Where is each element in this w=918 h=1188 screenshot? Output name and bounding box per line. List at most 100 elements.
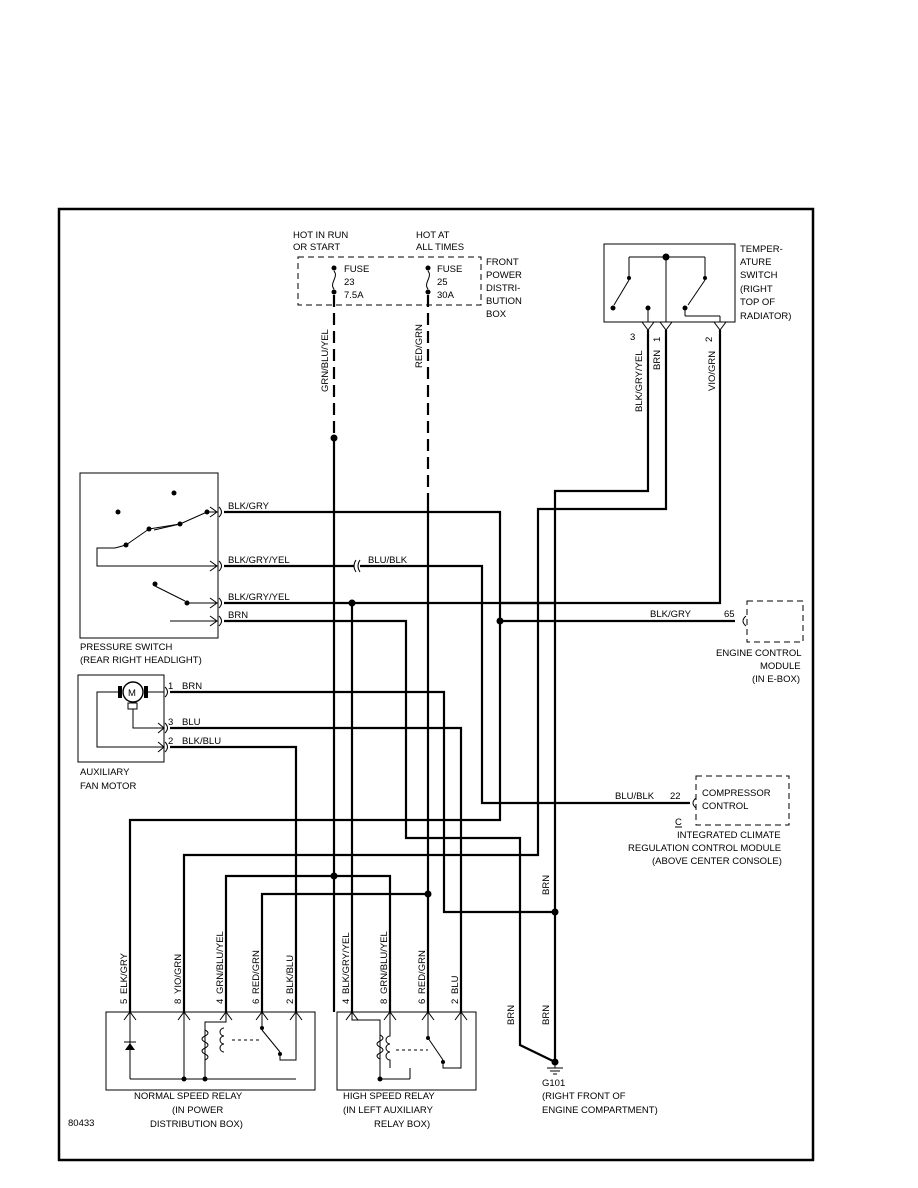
high-pin-8: 8	[379, 999, 390, 1004]
fan-pin-1: 1	[168, 681, 173, 692]
fuse-box: HOT IN RUN OR START HOT AT ALL TIMES FRO…	[293, 230, 522, 320]
temp-switch-box	[603, 243, 736, 323]
fuse-box-label-3: DISTRI-	[486, 283, 520, 294]
pressure-switch: PRESSURE SWITCH (REAR RIGHT HEADLIGHT)	[79, 472, 219, 666]
splice-relay-grn-blu-yel	[330, 872, 338, 880]
wire-label-red-grn-top: RED/GRN	[414, 324, 425, 368]
temperature-switch: TEMPER- ATURE SWITCH (RIGHT TOP OF RADIA…	[603, 243, 791, 343]
wire-temp-brn	[182, 330, 668, 1012]
ground-label-1: G101	[542, 1078, 565, 1089]
temp-switch-label-1: TEMPER-	[740, 244, 783, 255]
wire-label-temp-blk-gry-yel: BLK/GRY/YEL	[634, 350, 645, 412]
fan-motor-label-2: FAN MOTOR	[80, 781, 136, 792]
compressor-control-label-1: COMPRESSOR	[702, 788, 771, 799]
fuse-25-number: 25	[437, 277, 448, 288]
ecm-label-3: (IN E-BOX)	[752, 674, 800, 685]
wire-label-yio-grn: YIO/GRN	[173, 954, 184, 994]
fan-motor-box	[77, 674, 165, 763]
climate-pin: 22	[670, 791, 681, 802]
wire-label-brn-upper: BRN	[541, 875, 552, 895]
compressor-control-label-2: CONTROL	[702, 801, 748, 812]
fan-pin-2: 2	[168, 736, 173, 747]
wire-label-high-grn-blu-yel: GRN/BLU/YEL	[379, 931, 390, 994]
temp-switch-pin-1: 1	[652, 337, 663, 342]
high-pin-2: 2	[450, 999, 461, 1004]
climate-label-3: (ABOVE CENTER CONSOLE)	[652, 856, 782, 867]
normal-relay-label-1: NORMAL SPEED RELAY	[134, 1091, 243, 1102]
temp-switch-label-6: RADIATOR)	[740, 311, 791, 322]
wire-fan-brn	[170, 690, 555, 914]
fuse-23-label: FUSE	[344, 264, 369, 275]
wire-label-ecm-blk-gry: BLK/GRY	[650, 609, 692, 620]
hot-all-label-2: ALL TIMES	[416, 242, 464, 253]
wire-label-high-red-grn: RED/GRN	[417, 950, 428, 994]
wire-label-fan-brn: BRN	[182, 681, 202, 692]
normal-relay-label-3: DISTRIBUTION BOX)	[150, 1119, 243, 1130]
fuse-box-outline	[297, 256, 482, 306]
wire-label-normal-red-grn: RED/GRN	[251, 950, 262, 994]
pressure-switch-label-2: (REAR RIGHT HEADLIGHT)	[80, 655, 202, 666]
temp-switch-label-5: TOP OF	[740, 297, 775, 308]
normal-pin-4: 4	[215, 999, 226, 1004]
high-relay-label-2: (IN LEFT AUXILIARY	[343, 1105, 434, 1116]
normal-relay-label-2: (IN POWER	[172, 1105, 223, 1116]
wire-pressure-brn	[224, 619, 556, 1063]
fuse-box-label-4: BUTION	[486, 296, 522, 307]
fuse-25-label: FUSE	[437, 264, 462, 275]
normal-pin-2: 2	[285, 999, 296, 1004]
engine-control-module: 65 ENGINE CONTROL MODULE (IN E-BOX)	[716, 600, 804, 685]
fuse-25-rating: 30A	[437, 290, 455, 301]
wire-relay-red-grn	[260, 892, 428, 1012]
wire-label-blu-blk-top: BLU/BLK	[368, 555, 408, 566]
wire-fan-blk-blu	[170, 745, 298, 1012]
normal-speed-relay: NORMAL SPEED RELAY (IN POWER DISTRIBUTIO…	[105, 1011, 316, 1130]
normal-pin-5: 5	[119, 999, 130, 1004]
high-relay-box	[336, 1011, 477, 1091]
normal-pin-8: 8	[173, 999, 184, 1004]
splice-brn-ground	[551, 908, 559, 916]
wire-label-fan-blk-blu: BLK/BLU	[182, 736, 221, 747]
hot-all-label-1: HOT AT	[416, 230, 450, 241]
temp-switch-pin-2: 2	[704, 337, 715, 342]
auxiliary-fan-motor: M AUXILIARY FAN MOTOR	[77, 674, 165, 792]
ecm-box	[746, 600, 804, 643]
wire-temp-blk-gry-yel	[553, 330, 650, 1062]
temp-switch-label-3: SWITCH	[740, 270, 778, 281]
ecm-label-2: MODULE	[760, 661, 801, 672]
wire-label-pressure-brn: BRN	[228, 610, 248, 621]
hot-run-label-1: HOT IN RUN	[293, 230, 348, 241]
wire-label-brn-lower: BRN	[541, 1005, 552, 1025]
climate-label-1: INTEGRATED CLIMATE	[677, 830, 781, 841]
wire-label-pressure-blk-gry-yel-1: BLK/GRY/YEL	[228, 555, 290, 566]
wire-label-normal-grn-blu-yel: GRN/BLU/YEL	[215, 931, 226, 994]
motor-letter: M	[128, 688, 136, 699]
temp-switch-label-4: (RIGHT	[740, 284, 773, 295]
ecm-pin: 65	[724, 609, 735, 620]
high-pin-6: 6	[417, 999, 428, 1004]
fan-pin-3: 3	[168, 717, 173, 728]
ground-g101: G101 (RIGHT FRONT OF ENGINE COMPARTMENT)	[542, 1058, 658, 1116]
high-pin-4: 4	[341, 999, 352, 1004]
hot-run-label-2: OR START	[293, 242, 340, 253]
pressure-switch-box	[79, 472, 219, 639]
wire-relay-grn-blu-yel	[224, 874, 392, 1012]
fuse-box-label-2: POWER	[486, 270, 522, 281]
wire-label-temp-vio-grn: VIO/GRN	[707, 351, 718, 391]
diagram-frame	[57, 207, 815, 1162]
climate-connector-c: C	[675, 817, 682, 828]
ground-label-2: (RIGHT FRONT OF	[542, 1091, 626, 1102]
climate-control-module: COMPRESSOR CONTROL 22 C INTEGRATED CLIMA…	[628, 775, 790, 867]
fuse-23-rating: 7.5A	[344, 290, 364, 301]
ground-label-3: ENGINE COMPARTMENT)	[542, 1105, 658, 1116]
wire-label-high-blk-gry-yel: BLK/GRY/YEL	[341, 932, 352, 994]
wire-label-pressure-blk-gry: BLK/GRY	[228, 501, 270, 512]
temp-switch-label-2: ATURE	[740, 257, 772, 268]
wire-label-climate-blu-blk: BLU/BLK	[615, 791, 655, 802]
wire-temp-vio-grn	[500, 330, 722, 605]
normal-pin-6: 6	[251, 999, 262, 1004]
wire-label-high-blu: BLU	[450, 975, 461, 994]
wire-label-temp-brn: BRN	[652, 350, 663, 370]
high-relay-label-3: RELAY BOX)	[374, 1119, 430, 1130]
fuse-23-symbol	[332, 270, 336, 290]
